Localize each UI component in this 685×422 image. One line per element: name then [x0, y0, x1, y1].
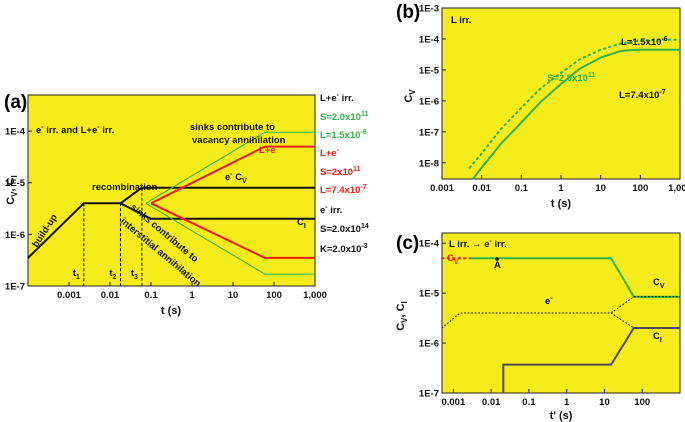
panel-a-series-4: [145, 131, 315, 204]
annotation-l-to-e: L irr. → e- irr.: [449, 238, 507, 250]
panel-b-ytick-label: 1E-4: [419, 34, 440, 45]
panel-c-plot-area: [441, 232, 681, 394]
panel-a-xtick-label: 10: [228, 290, 239, 301]
panel-b-letter: (b): [396, 2, 420, 23]
panel-a-xtick-label: 0.1: [144, 290, 158, 301]
panel-a-ytick-label: 1E-4: [5, 127, 26, 138]
panel-c: (c) 0.001 0.01 0.1 1 10 100 1E-7 1E-6 1E-5 1E-4 L…: [395, 232, 681, 422]
panel-c-ytick-label: 1E-6: [419, 339, 439, 350]
panel-a-ytick-label: 1E-7: [5, 282, 25, 293]
panel-a-letter: (a): [4, 92, 27, 113]
panel-c-series: [441, 257, 681, 393]
panel-c-xtick-label: 10: [599, 397, 610, 408]
panel-a-ylabel: CV, CI: [5, 175, 19, 205]
panel-b-plot-area: [441, 7, 681, 180]
panel-a-series-3: [150, 202, 315, 259]
panel-b-ylabel: CV: [403, 89, 417, 103]
legend-s-black: S=2.0x1014: [320, 223, 369, 235]
panel-a-xlabel: t (s): [161, 305, 182, 317]
marker-t1-label: t1: [73, 268, 80, 281]
annotation-l-high-b: L=1.5x10-6: [621, 36, 668, 48]
panel-b-xlabel: t (s): [551, 198, 572, 210]
legend-s-red: S=2x1011: [320, 166, 361, 178]
panel-a-legend: L+e- irr. S=2.0x1011 L=1.5x10-6 L+e- S=2…: [320, 92, 369, 255]
panel-a-series: t1 t2 t3: [27, 131, 315, 286]
panel-c-ytick-label: 1E-5: [419, 289, 440, 300]
panel-c-letter: (c): [396, 233, 419, 254]
panel-a-plot-area: [27, 94, 316, 287]
legend-lpe-red: L+e-: [320, 147, 340, 159]
panel-b-series: [468, 38, 681, 180]
annotation-l-irr: L irr.: [451, 15, 471, 26]
panel-b-ytick-label: 1E-5: [419, 65, 440, 76]
panel-b-xtick-label: 10: [595, 183, 606, 194]
panel-b-ytick-label: 1E-3: [419, 4, 439, 15]
marker-t2-label: t2: [109, 268, 116, 281]
panel-c-series-4: [502, 327, 680, 393]
annotation-l-low-b: L=7.4x10-7: [619, 89, 666, 101]
panel-b-xtick-label: 0.1: [515, 183, 529, 194]
panel-b-xtick-label: 0.001: [430, 183, 454, 194]
panel-a-series-1: [120, 202, 315, 220]
panel-c-ytick-label: 1E-7: [419, 389, 439, 400]
panel-a-ytick-label: 1E-5: [5, 178, 26, 189]
panel-c-xtick-label: 1: [564, 397, 570, 408]
panel-a: (a) 0.001 0.01 0.1 1 10 100 1,000 1E-7 1E-6 1E-5 1…: [4, 92, 369, 317]
panel-a-ticks: 0.001 0.01 0.1 1 10 100 1,000 1E-7 1E-6 1E-5 1E-4: [5, 127, 327, 301]
annotation-irr-mode: e- irr. and L+e- irr.: [36, 124, 114, 136]
annotation-cv-left: CV: [447, 253, 459, 266]
legend-s-green: S=2.0x1011: [320, 111, 368, 123]
panel-c-xtick-label: 0.001: [441, 397, 465, 408]
panel-b-xtick-label: 1: [558, 183, 564, 194]
panel-b-ticks: 0.001 0.01 0.1 1 10 100 1,000 1E-8 1E-7 1E-6 1E-5 1…: [419, 4, 685, 195]
panel-b-series-1: [468, 38, 681, 169]
panel-c-ticks: 0.001 0.01 0.1 1 10 100 1E-7 1E-6 1E-5 1E-4: [419, 239, 650, 408]
panel-c-xtick-label: 0.1: [522, 397, 536, 408]
panel-b-series-0: [472, 48, 680, 180]
annotation-sinks-vacancy-1: sinks contribute to: [190, 122, 275, 133]
panel-b-ytick-label: 1E-7: [419, 127, 439, 138]
annotation-sinks-vacancy-2: vacancy annihilation: [192, 135, 286, 146]
point-a-marker: [495, 257, 499, 261]
legend-l-green: L=1.5x10-6: [320, 129, 367, 141]
marker-t3-label: t3: [131, 268, 138, 281]
panel-a-xtick-label: 0.001: [57, 290, 81, 301]
annotation-l-plus-e: L+e-: [259, 144, 279, 156]
panel-c-xlabel: t' (s): [550, 410, 573, 422]
legend-e-irr: e- irr.: [320, 204, 342, 216]
panel-b-xtick-label: 1,000: [668, 183, 685, 194]
panel-b-ytick-label: 1E-6: [419, 96, 439, 107]
annotation-ci-right: CI: [653, 331, 662, 344]
panel-a-series-2: [150, 145, 315, 205]
annotation-ci: CI: [297, 217, 306, 230]
panel-b: (b) 0.001 0.01 0.1 1 10 100 1,000 1E-8 1E-7 1E-6 1…: [396, 2, 685, 210]
panel-a-xtick-label: 0.01: [101, 290, 120, 301]
annotation-cv-right: CV: [653, 277, 665, 290]
annotation-e-minus: e-: [545, 295, 553, 307]
panel-b-xtick-label: 100: [632, 183, 648, 194]
panel-c-ylabel: CV, CI: [395, 301, 409, 331]
panel-a-xtick-label: 1: [189, 290, 195, 301]
legend-lpe-irr: L+e- irr.: [320, 92, 354, 104]
panel-c-ytick-label: 1E-4: [419, 239, 440, 250]
panel-c-series-1: [470, 257, 680, 298]
panel-b-ytick-label: 1E-8: [419, 158, 439, 169]
annotation-recombination: recombination: [92, 182, 158, 193]
annotation-s-b: S=2.0x1011: [547, 72, 595, 84]
panel-a-series-5: [145, 202, 315, 275]
panel-c-xtick-label: 100: [634, 397, 650, 408]
panel-a-xtick-label: 1,000: [303, 290, 327, 301]
panel-b-xtick-label: 0.01: [472, 183, 491, 194]
panel-a-xtick-label: 100: [266, 290, 282, 301]
panel-c-series-3: [610, 312, 635, 329]
panel-a-ytick-label: 1E-6: [5, 230, 25, 241]
panel-c-xtick-label: 0.01: [482, 397, 501, 408]
annotation-point-a: A: [494, 260, 501, 271]
legend-l-red: L=7.4x10-7: [320, 184, 367, 196]
legend-k-black: K=2.0x10-3: [320, 243, 368, 255]
